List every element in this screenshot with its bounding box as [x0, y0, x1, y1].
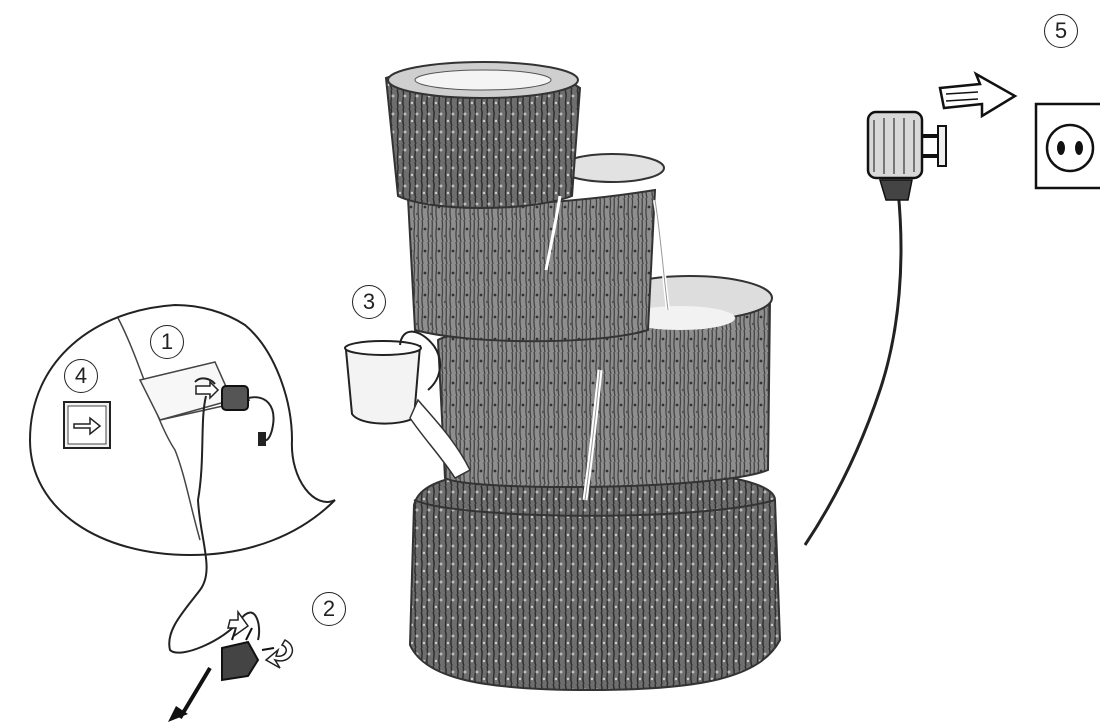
step-3-label: 3 [352, 285, 386, 319]
switch-icon [64, 402, 110, 448]
wall-outlet [1036, 104, 1100, 188]
step-5-label: 5 [1044, 14, 1078, 48]
power-adapter [868, 112, 946, 178]
pump-device [168, 612, 292, 722]
fountain [386, 62, 780, 690]
pump-arrow-curved [266, 640, 292, 668]
step-1-label: 1 [150, 325, 184, 359]
fountain-bottom-tier [410, 468, 780, 690]
step-4-label: 4 [64, 359, 98, 393]
fountain-second-tier [408, 190, 655, 341]
placement-arrow [180, 668, 210, 718]
power-cord [805, 180, 912, 545]
plug-in-arrow [940, 74, 1015, 116]
step-2-label: 2 [312, 592, 346, 626]
